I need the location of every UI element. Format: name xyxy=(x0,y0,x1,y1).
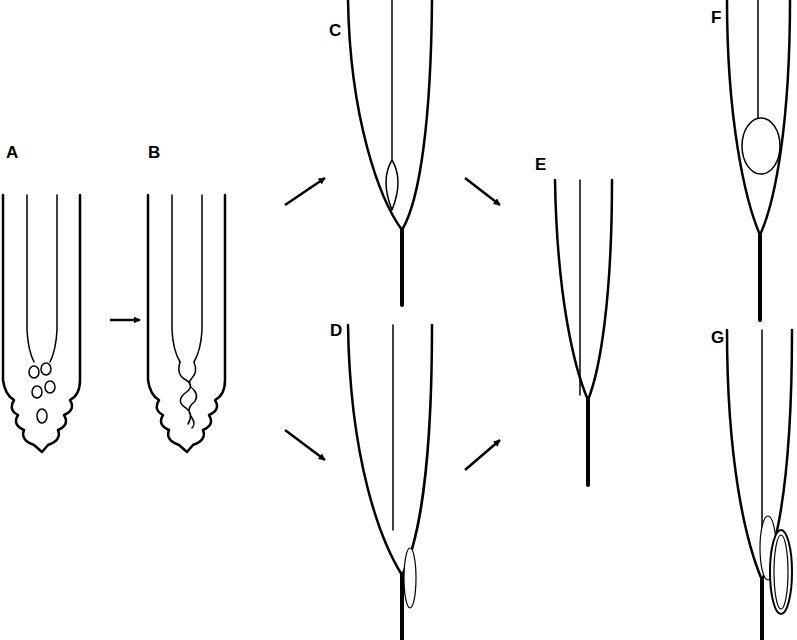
root-g xyxy=(727,330,792,640)
root-panel: D xyxy=(325,318,465,638)
root-c xyxy=(348,0,432,305)
flow-arrow xyxy=(465,440,500,470)
panel-letter: B xyxy=(148,144,160,161)
root-panel: E xyxy=(500,150,625,485)
panel-letter: A xyxy=(6,144,18,161)
panel-letter: D xyxy=(330,322,342,339)
flow-arrow xyxy=(465,178,500,205)
root-tip-a xyxy=(3,195,80,452)
root-d xyxy=(348,325,432,640)
root-panel: A xyxy=(0,140,110,460)
root-panel: G xyxy=(705,325,795,638)
root-e xyxy=(555,180,612,485)
root-panel: C xyxy=(325,18,465,310)
panel-letter: G xyxy=(711,329,724,346)
flow-arrow xyxy=(285,178,325,205)
flow-arrow xyxy=(110,319,140,322)
root-panel: B xyxy=(140,140,285,460)
root-f xyxy=(727,0,790,320)
root-tip-b xyxy=(148,195,225,452)
panel-letter: E xyxy=(535,156,546,173)
panel-letter: C xyxy=(329,22,341,39)
flow-arrow xyxy=(285,430,325,460)
panel-letter: F xyxy=(711,9,721,26)
root-panel: F xyxy=(705,5,795,320)
